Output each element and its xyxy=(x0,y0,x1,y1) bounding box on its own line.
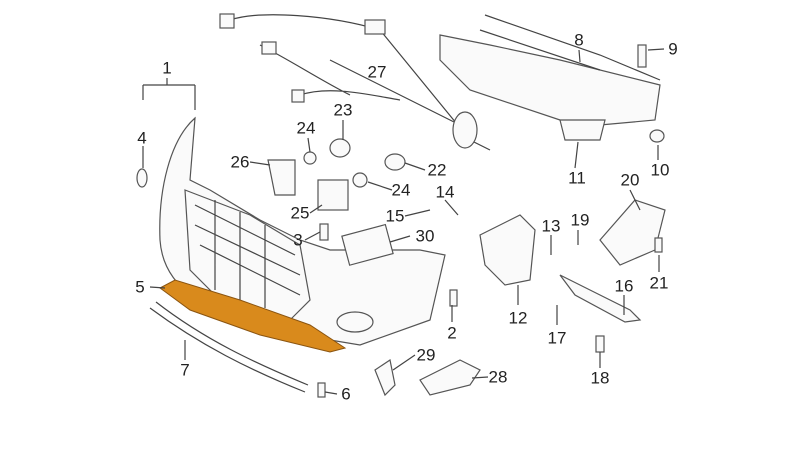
callout-6: 6 xyxy=(341,384,351,404)
callout-4: 4 xyxy=(137,128,147,148)
callout-5: 5 xyxy=(135,277,145,297)
callout-22: 22 xyxy=(427,160,447,180)
callout-25: 25 xyxy=(290,203,310,223)
callout-13: 13 xyxy=(541,216,561,236)
grille xyxy=(184,189,311,321)
callout-30: 30 xyxy=(415,226,435,246)
callout-3: 3 xyxy=(293,230,303,250)
callout-11: 11 xyxy=(568,168,586,188)
callout-2: 2 xyxy=(447,323,457,343)
callout-21: 21 xyxy=(649,273,669,293)
callout-26: 26 xyxy=(230,152,250,172)
callout-15: 15 xyxy=(385,206,405,226)
callout-16: 16 xyxy=(614,276,634,296)
callout-18: 18 xyxy=(590,368,610,388)
callout-20: 20 xyxy=(620,170,640,190)
callout-12: 12 xyxy=(508,308,528,328)
wiring-harness xyxy=(229,14,491,151)
callout-24b: 24 xyxy=(391,180,411,200)
callout-27: 27 xyxy=(367,62,387,82)
callout-19: 19 xyxy=(570,210,590,230)
callout-24a: 24 xyxy=(296,118,316,138)
callout-7: 7 xyxy=(180,360,190,380)
callout-28: 28 xyxy=(488,367,508,387)
trim-strip xyxy=(149,307,306,393)
callout-17: 17 xyxy=(547,328,567,348)
lower-deflector-highlighted xyxy=(159,279,347,353)
callout-10: 10 xyxy=(650,160,670,180)
callout-14: 14 xyxy=(435,182,455,202)
callout-8: 8 xyxy=(574,30,584,50)
callout-23: 23 xyxy=(333,100,353,120)
callout-29: 29 xyxy=(416,345,436,365)
callout-1: 1 xyxy=(162,58,172,78)
callout-9: 9 xyxy=(668,39,678,59)
reinforcement-bar xyxy=(439,34,661,126)
